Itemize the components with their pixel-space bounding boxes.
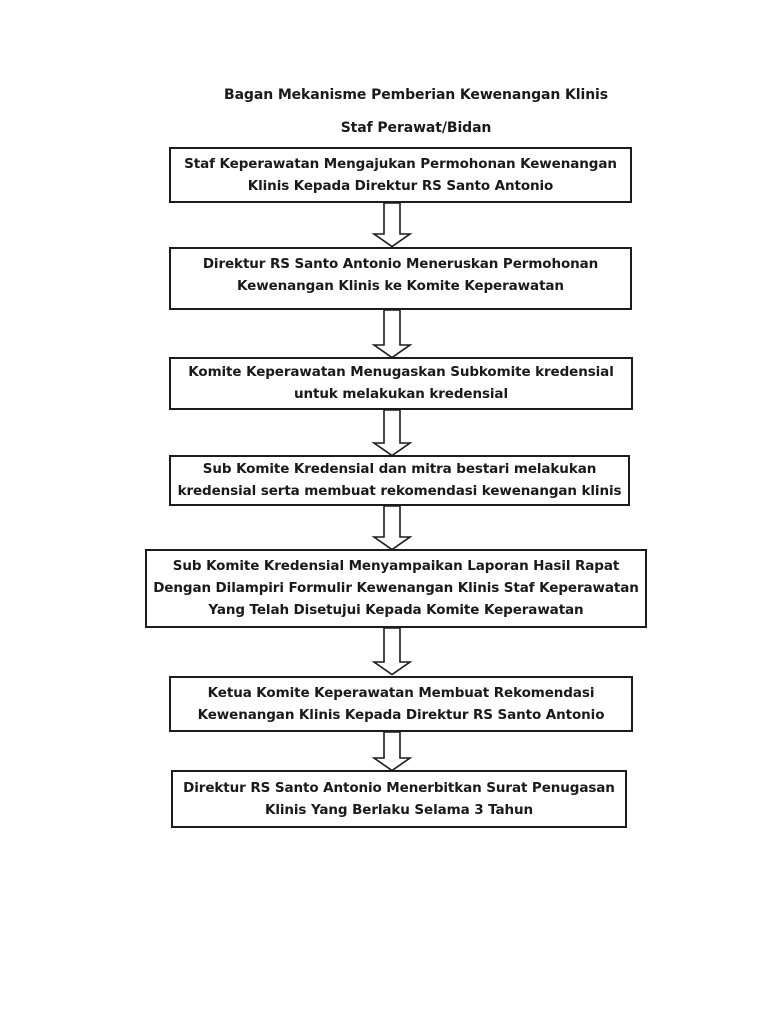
flow-step-3-line-2: untuk melakukan kredensial — [294, 386, 508, 402]
flow-step-3: Komite Keperawatan Menugaskan Subkomite … — [169, 357, 633, 410]
flow-step-6-line-1: Ketua Komite Keperawatan Membuat Rekomen… — [207, 685, 595, 701]
flow-step-6: Ketua Komite Keperawatan Membuat Rekomen… — [169, 676, 633, 732]
down-arrow-icon — [371, 627, 413, 676]
down-arrow-icon — [371, 731, 413, 772]
flow-step-5: Sub Komite Kredensial Menyampaikan Lapor… — [145, 549, 647, 628]
flow-step-5-line-3: Yang Telah Disetujui Kepada Komite Keper… — [208, 602, 584, 618]
down-arrow-icon — [371, 309, 413, 359]
flow-step-2: Direktur RS Santo Antonio Meneruskan Per… — [169, 247, 632, 310]
flow-step-4-line-1: Sub Komite Kredensial dan mitra bestari … — [202, 461, 597, 477]
flow-step-5-line-1: Sub Komite Kredensial Menyampaikan Lapor… — [172, 558, 620, 574]
flow-step-2-line-2: Kewenangan Klinis ke Komite Keperawatan — [237, 278, 564, 294]
flow-step-4: Sub Komite Kredensial dan mitra bestari … — [169, 455, 630, 506]
flow-step-5-line-2: Dengan Dilampiri Formulir Kewenangan Kli… — [153, 580, 639, 596]
page-title: Bagan Mekanisme Pemberian Kewenangan Kli… — [224, 87, 608, 103]
flow-step-7: Direktur RS Santo Antonio Menerbitkan Su… — [171, 770, 627, 828]
flow-step-1: Staf Keperawatan Mengajukan Permohonan K… — [169, 147, 632, 203]
flow-step-7-line-2: Klinis Yang Berlaku Selama 3 Tahun — [264, 802, 534, 818]
flow-step-2-line-1: Direktur RS Santo Antonio Meneruskan Per… — [202, 256, 599, 272]
down-arrow-icon — [371, 202, 413, 248]
flow-step-6-line-2: Kewenangan Klinis Kepada Direktur RS San… — [197, 707, 605, 723]
down-arrow-icon — [371, 505, 413, 551]
flow-step-1-line-2: Klinis Kepada Direktur RS Santo Antonio — [247, 178, 554, 194]
down-arrow-icon — [371, 409, 413, 457]
flow-step-1-line-1: Staf Keperawatan Mengajukan Permohonan K… — [184, 156, 617, 172]
flow-step-7-line-1: Direktur RS Santo Antonio Menerbitkan Su… — [183, 780, 615, 796]
flow-step-4-line-2: kredensial serta membuat rekomendasi kew… — [177, 483, 622, 499]
flow-step-3-line-1: Komite Keperawatan Menugaskan Subkomite … — [188, 364, 614, 380]
page-subtitle: Staf Perawat/Bidan — [340, 120, 492, 136]
